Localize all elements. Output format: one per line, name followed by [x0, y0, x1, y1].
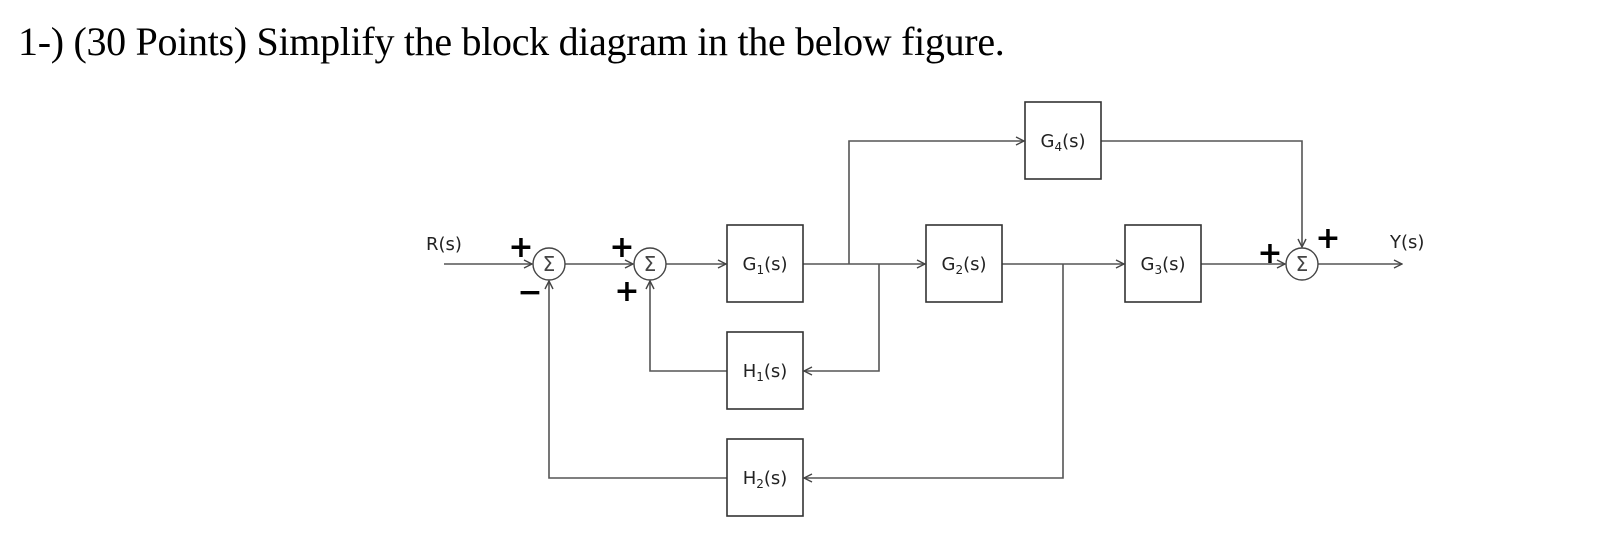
block-g3-name: G — [1140, 254, 1154, 275]
block-h1-subscript: 1 — [756, 370, 764, 384]
wire-g4-to-sum3 — [1101, 140, 1302, 247]
block-g2-subscript: 2 — [955, 263, 963, 277]
block-g1-name: G — [742, 254, 756, 275]
wire-branch-to-h1 — [804, 264, 880, 371]
summing-junction-3: Σ — [1285, 247, 1319, 281]
block-g4-subscript: 4 — [1054, 140, 1062, 154]
svg-text:G4(s): G4(s) — [1040, 131, 1085, 154]
block-g1-subscript: 1 — [756, 263, 764, 277]
summing-junction-1: Σ — [532, 247, 566, 281]
block-g2-suffix: (s) — [963, 254, 986, 275]
block-h2-subscript: 2 — [756, 477, 764, 491]
sigma-symbol: Σ — [1296, 252, 1309, 276]
summing-junction-2: Σ — [633, 247, 667, 281]
block-g4: G4(s) — [1024, 101, 1102, 180]
sign-sum2-feedback: + — [614, 274, 639, 309]
block-h2-name: H — [743, 468, 757, 489]
wire-branch-to-g4 — [848, 141, 1024, 264]
block-g2-name: G — [941, 254, 955, 275]
block-g1-suffix: (s) — [764, 254, 787, 275]
input-label: R(s) — [426, 234, 462, 255]
question-text: 1-) (30 Points) Simplify the block diagr… — [18, 19, 1005, 64]
sign-sum1-input: + — [508, 230, 533, 265]
block-g4-suffix: (s) — [1062, 131, 1085, 152]
block-g1: G1(s) — [726, 224, 804, 303]
block-h2: H2(s) — [726, 438, 804, 517]
sigma-symbol: Σ — [644, 252, 657, 276]
svg-text:H2(s): H2(s) — [743, 468, 788, 491]
sign-sum1-feedback: − — [517, 275, 542, 310]
block-h2-suffix: (s) — [764, 468, 787, 489]
wire-h1-to-sum2 — [650, 281, 727, 372]
svg-text:G2(s): G2(s) — [941, 254, 986, 277]
sigma-symbol: Σ — [543, 252, 556, 276]
wire-branch-to-h2 — [804, 264, 1064, 478]
svg-text:H1(s): H1(s) — [743, 361, 788, 384]
block-g3-suffix: (s) — [1162, 254, 1185, 275]
block-g4-name: G — [1040, 131, 1054, 152]
svg-text:G3(s): G3(s) — [1140, 254, 1185, 277]
sign-sum3-main: + — [1257, 236, 1282, 271]
block-g3-subscript: 3 — [1154, 263, 1162, 277]
block-h1-suffix: (s) — [764, 361, 787, 382]
svg-text:G1(s): G1(s) — [742, 254, 787, 277]
block-h1-name: H — [743, 361, 757, 382]
sign-sum3-top: + — [1315, 221, 1340, 256]
block-g2: G2(s) — [925, 224, 1003, 303]
block-g3: G3(s) — [1124, 224, 1202, 303]
output-label: Y(s) — [1389, 232, 1424, 253]
sign-sum2-input: + — [609, 230, 634, 265]
block-h1: H1(s) — [726, 331, 804, 410]
wire-h2-to-sum1 — [549, 281, 727, 479]
